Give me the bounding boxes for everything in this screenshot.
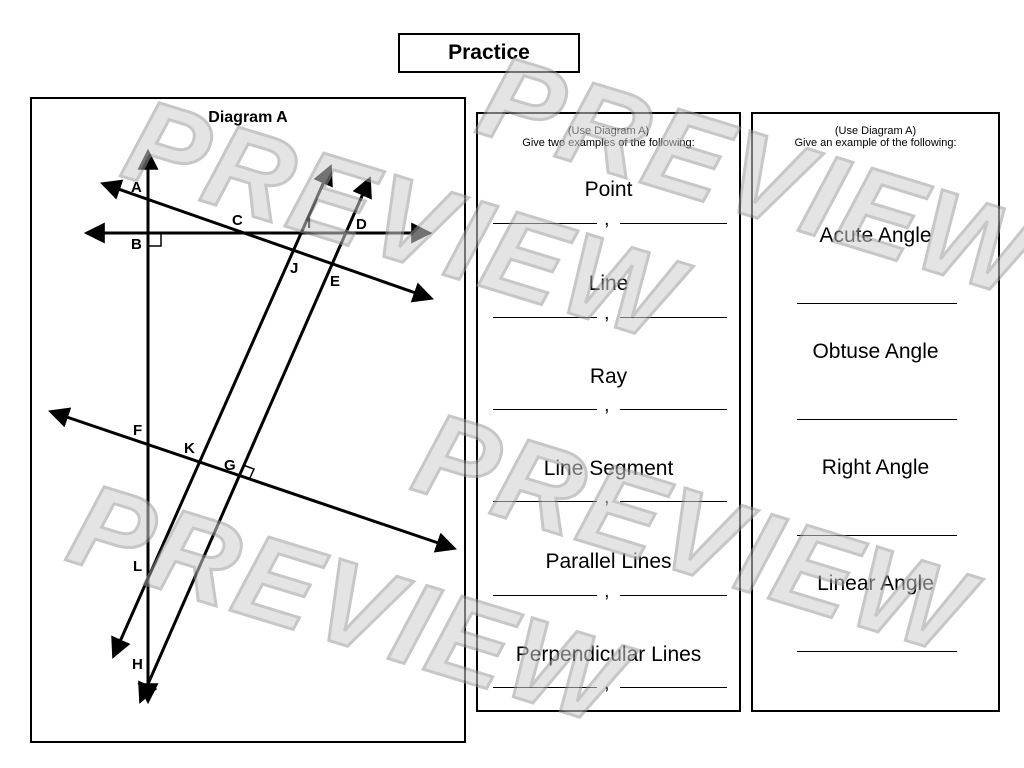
- answer-blank-acute-angle[interactable]: [797, 303, 957, 304]
- right-angle-mark-b: [148, 233, 162, 247]
- separator: ,: [604, 302, 610, 324]
- answer-blank[interactable]: [620, 501, 727, 502]
- answer-blank-right-angle[interactable]: [797, 535, 957, 536]
- point-label-f: F: [133, 422, 142, 439]
- one-example-header: (Use Diagram A) Give an example of the f…: [753, 125, 998, 149]
- answer-blank[interactable]: [620, 409, 727, 410]
- one-example-header-line1: (Use Diagram A): [834, 125, 917, 137]
- answer-row-point: ,: [478, 208, 739, 230]
- answer-blank[interactable]: [493, 687, 597, 688]
- separator: ,: [604, 580, 610, 602]
- point-label-j: J: [290, 260, 298, 277]
- point-label-d: D: [356, 216, 367, 233]
- answer-blank[interactable]: [620, 317, 727, 318]
- two-examples-header: (Use Diagram A) Give two examples of the…: [478, 125, 739, 149]
- point-label-l: L: [133, 558, 142, 575]
- line-ijk: [111, 164, 333, 659]
- answer-row-line-segment: ,: [478, 486, 739, 508]
- answer-row-ray: ,: [478, 394, 739, 416]
- right-angle-mark-g: [242, 464, 256, 481]
- answer-blank[interactable]: [493, 501, 597, 502]
- answer-blank-linear-angle[interactable]: [797, 651, 957, 652]
- item-label-parallel-lines: Parallel Lines: [545, 550, 672, 573]
- item-label-line-segment: Line Segment: [543, 457, 674, 480]
- item-label-perpendicular-lines: Perpendicular Lines: [515, 643, 702, 666]
- point-label-b: B: [131, 236, 142, 253]
- answer-blank[interactable]: [493, 223, 597, 224]
- page-title: Practice: [398, 33, 580, 73]
- answer-row-line: ,: [478, 302, 739, 324]
- answer-blank[interactable]: [620, 687, 727, 688]
- two-examples-header-line1: (Use Diagram A): [567, 125, 650, 137]
- answer-blank[interactable]: [493, 595, 597, 596]
- answer-blank-obtuse-angle[interactable]: [797, 419, 957, 420]
- answer-blank[interactable]: [493, 409, 597, 410]
- one-example-header-line2: Give an example of the following:: [794, 137, 957, 149]
- point-label-e: E: [330, 273, 340, 290]
- separator: ,: [604, 486, 610, 508]
- separator: ,: [604, 672, 610, 694]
- item-label-obtuse-angle: Obtuse Angle: [812, 340, 939, 363]
- separator: ,: [604, 394, 610, 416]
- separator: ,: [604, 208, 610, 230]
- item-label-acute-angle: Acute Angle: [819, 224, 932, 247]
- answer-row-parallel-lines: ,: [478, 580, 739, 602]
- point-label-k: K: [184, 440, 195, 457]
- answer-row-perpendicular-lines: ,: [478, 672, 739, 694]
- point-label-h: H: [132, 656, 143, 673]
- one-example-panel: (Use Diagram A) Give an example of the f…: [751, 112, 1000, 712]
- point-label-a: A: [131, 179, 142, 196]
- item-label-ray: Ray: [589, 365, 628, 388]
- line-fkg: [48, 407, 457, 553]
- item-label-line: Line: [588, 272, 629, 295]
- two-examples-panel: (Use Diagram A) Give two examples of the…: [476, 112, 741, 712]
- two-examples-header-line2: Give two examples of the following:: [522, 137, 695, 149]
- answer-blank[interactable]: [620, 223, 727, 224]
- point-label-g: G: [224, 457, 236, 474]
- line-deg: [138, 176, 372, 704]
- item-label-right-angle: Right Angle: [821, 456, 930, 479]
- answer-blank[interactable]: [493, 317, 597, 318]
- diagram-title: Diagram A: [208, 109, 288, 126]
- point-label-c: C: [232, 212, 243, 229]
- point-label-i: I: [307, 215, 311, 232]
- item-label-linear-angle: Linear Angle: [817, 572, 934, 595]
- line-acje: [100, 179, 434, 303]
- answer-blank[interactable]: [620, 595, 727, 596]
- item-label-point: Point: [584, 178, 633, 201]
